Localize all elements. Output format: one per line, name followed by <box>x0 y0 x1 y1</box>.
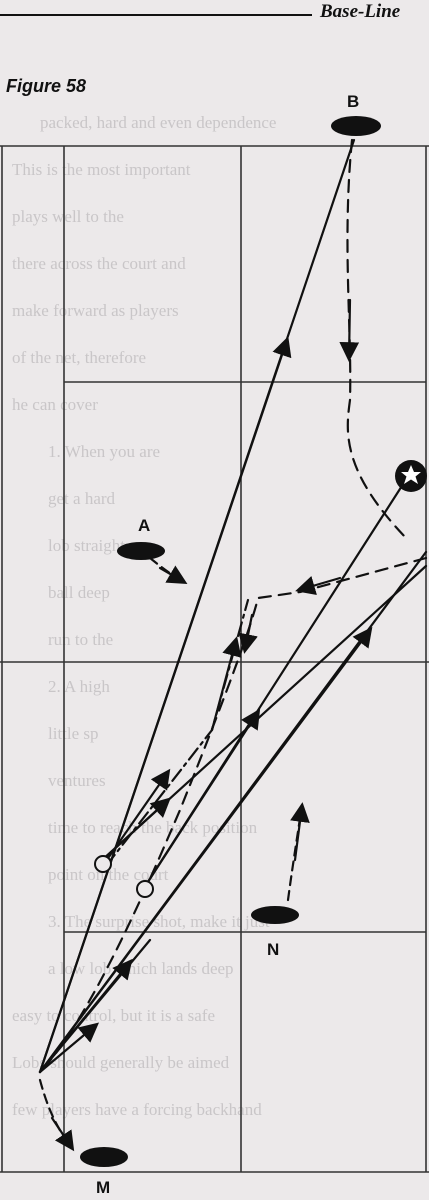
bleed-through-line: time to reach the back position <box>48 818 258 837</box>
n-run-arrow <box>290 802 310 862</box>
bleed-through-line: he can cover <box>12 395 98 414</box>
bleed-through-line: point on the court <box>48 865 169 884</box>
m-run-path <box>38 1078 74 1150</box>
a-run-arrow <box>158 565 188 584</box>
player-label-m: M <box>96 1178 111 1197</box>
bleed-through-line: there across the court and <box>12 254 186 273</box>
bleed-through-line: This is the most important <box>12 160 191 179</box>
header-rule <box>0 14 312 16</box>
bounce-spots <box>94 855 154 898</box>
dash-dot-path <box>104 598 250 868</box>
player-b-oval <box>331 116 381 136</box>
player-a-oval <box>117 542 165 560</box>
player-label-n: N <box>267 940 280 959</box>
return-arrow-2 <box>238 613 258 654</box>
bleed-through-line: easy to control, but it is a safe <box>12 1006 215 1025</box>
bleed-through-line: of the net, therefore <box>12 348 146 367</box>
bleed-through-line: packed, hard and even dependence <box>40 113 276 132</box>
bleed-through-line: ventures <box>48 771 106 790</box>
running-header: Base-Line <box>320 1 401 22</box>
bleed-through-line: lob straight <box>48 536 125 555</box>
shot-right-2-arrow <box>98 797 171 864</box>
bleed-through-line: plays well to the <box>12 207 124 226</box>
player-label-b: B <box>347 92 360 111</box>
return-arrow-3 <box>38 1022 100 1074</box>
shot-right-1-arrow <box>38 626 373 1074</box>
shot-to-star-arrow <box>142 708 261 890</box>
dash-dot-arrow <box>210 636 242 732</box>
bleed-through-line: a low lob which lands deep <box>48 959 234 978</box>
bleed-through-line: make forward as players <box>12 301 179 320</box>
player-n-oval <box>251 906 299 924</box>
shot-m-up-arrow <box>38 958 133 1074</box>
lob-arrow-marker <box>38 336 292 1074</box>
bleed-through-line: 1. When you are <box>48 442 160 461</box>
bounce-circle-1 <box>94 855 112 873</box>
bounce-circle-2 <box>136 880 154 898</box>
b-run-arrow <box>339 298 360 362</box>
player-m-oval <box>80 1147 128 1167</box>
player-ovals <box>80 116 381 1167</box>
b-run-path <box>346 138 410 542</box>
bleed-through-line: get a hard <box>48 489 116 508</box>
star-icon <box>401 465 421 484</box>
star-target <box>395 460 427 492</box>
player-label-a: A <box>138 516 151 535</box>
return-path-dashed <box>38 556 428 1074</box>
shot-up-left <box>102 768 171 866</box>
m-run-arrow <box>50 1116 75 1152</box>
court-lines <box>0 145 429 1173</box>
bleed-through-line: 3. The surprise shot, make it just <box>48 912 270 931</box>
bleed-through-line: little sp <box>48 724 99 743</box>
bleed-through-line: Lobs should generally be aimed <box>12 1053 230 1072</box>
figure-label: Figure 58 <box>6 76 87 96</box>
shot-paths <box>38 138 428 1152</box>
return-arrow-1 <box>295 576 342 596</box>
bleed-through-line: few players have a forcing backhand <box>12 1100 262 1119</box>
